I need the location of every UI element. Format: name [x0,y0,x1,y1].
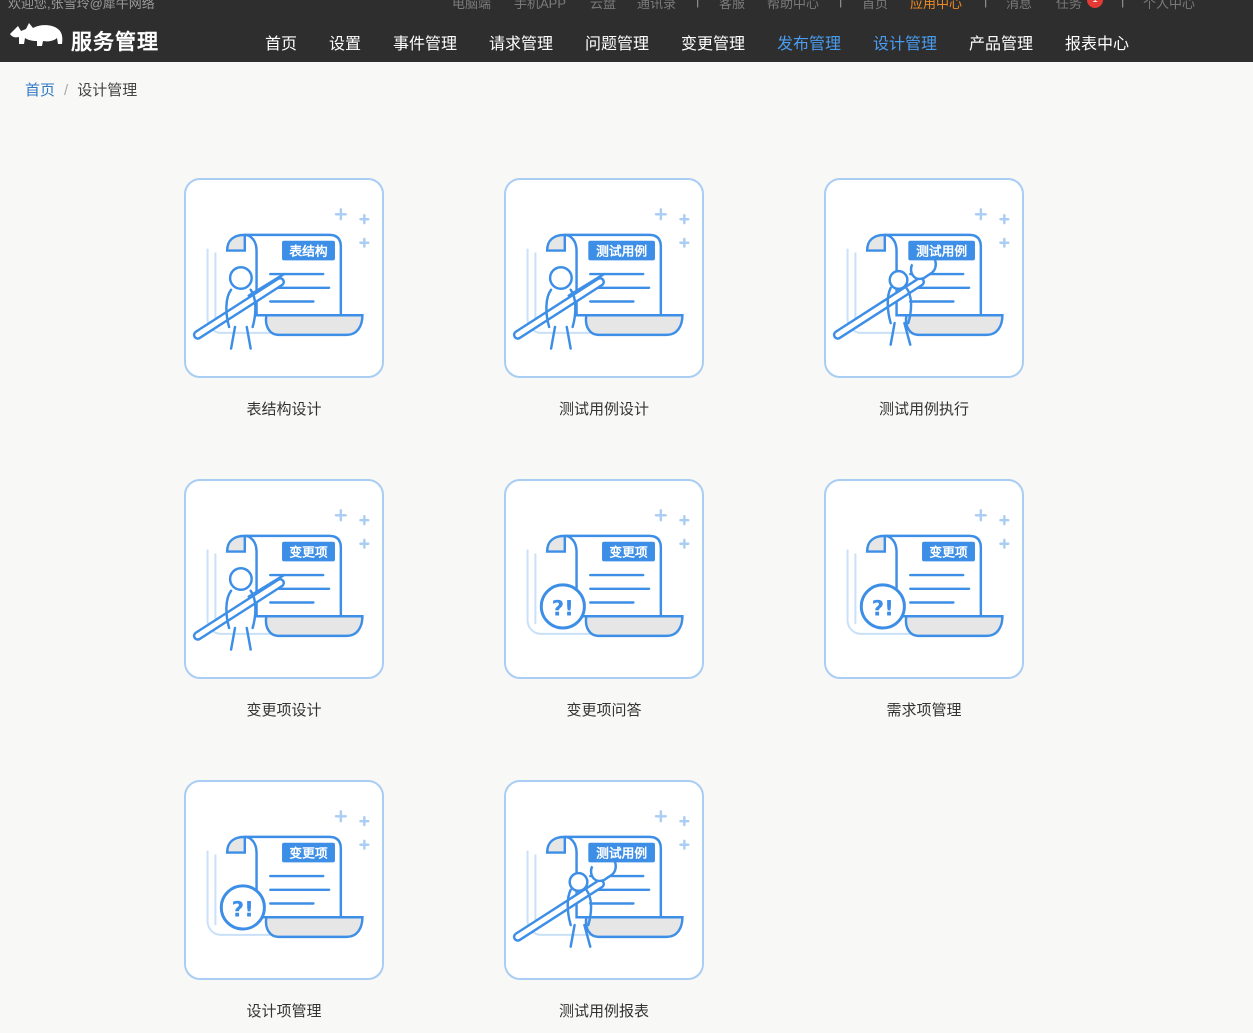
person-wrench-icon: 测试用例 [826,208,1010,376]
nav-settings[interactable]: 设置 [329,36,362,53]
link-personal-center[interactable]: 个人中心 [1143,0,1196,11]
question-badge-icon: 变更项?! [846,509,1010,638]
tile-tag-badge [588,240,655,261]
app-tile[interactable]: 测试用例测试用例执行 [824,178,1024,418]
link-app-center[interactable]: 应用中心 [910,0,963,11]
breadcrumb-separator: / [64,82,69,99]
app-tile[interactable]: 测试用例测试用例设计 [504,178,704,418]
tile-tag: 变更项 [289,544,327,560]
app-tile[interactable]: 变更项?! 需求项管理 [824,479,1024,719]
breadcrumb: 首页 / 设计管理 [25,79,137,100]
person-pencil-icon: 测试用例 [506,208,690,376]
tile-tag: 测试用例 [596,243,647,259]
app-tile-icon[interactable]: 表结构 [184,178,384,378]
person-pencil-icon: 表结构 [186,208,370,376]
tile-tag-badge [602,541,655,562]
app-tile-label[interactable]: 设计项管理 [246,1003,322,1020]
link-mobile-app[interactable]: 手机APP [514,0,567,11]
app-tile-icon[interactable]: 变更项?! [504,479,704,679]
breadcrumb-home[interactable]: 首页 [25,82,56,99]
link-service[interactable]: 客服 [719,0,746,11]
app-tile[interactable]: 变更项变更项设计 [184,479,384,719]
link-tasks[interactable]: 任务 [1056,0,1083,11]
tile-tag: 变更项 [289,845,327,861]
link-messages[interactable]: 消息 [1006,0,1033,11]
question-badge-icon: 变更项?! [526,509,690,638]
app-tile-icon[interactable]: 变更项?! [184,780,384,980]
tile-tag-badge [282,541,335,562]
app-tile[interactable]: 变更项?! 变更项问答 [504,479,704,719]
app-tile-icon[interactable]: 变更项?! [824,479,1024,679]
nav-release-management[interactable]: 发布管理 [777,36,842,53]
welcome-text: 欢迎您,张雪玲@犀牛网络 [8,0,155,11]
link-cloud-drive[interactable]: 云盘 [590,0,617,11]
app-tile-label[interactable]: 测试用例设计 [558,401,649,418]
tile-tag-badge [282,842,335,863]
tile-tag-badge [588,842,655,863]
question-mark-icon: ?! [872,596,894,621]
tile-tag-badge [908,240,975,261]
app-tile-icon[interactable]: 变更项 [184,479,384,679]
question-badge-icon: 变更项?! [206,810,370,939]
person-wrench-icon: 测试用例 [506,810,690,978]
divider: | [839,0,843,8]
link-contacts[interactable]: 通讯录 [637,0,677,11]
nav-incident-management[interactable]: 事件管理 [393,36,458,53]
top-bar: 欢迎您,张雪玲@犀牛网络 电脑端 手机APP 云盘 通讯录 | 客服 帮助中心 … [0,0,1253,11]
link-desktop[interactable]: 电脑端 [452,0,492,11]
link-home[interactable]: 首页 [862,0,889,11]
app-tile-label[interactable]: 变更项问答 [566,702,642,719]
app-tile-label[interactable]: 表结构设计 [246,401,322,418]
app-tile-icon[interactable]: 测试用例 [504,178,704,378]
app-tile-label[interactable]: 测试用例执行 [878,401,969,418]
nav-home[interactable]: 首页 [265,36,298,53]
rhino-icon [10,23,63,46]
tile-tag: 变更项 [929,544,967,560]
link-help[interactable]: 帮助中心 [767,0,820,11]
task-count-badge: 1 [1087,0,1103,8]
nav-product-management[interactable]: 产品管理 [969,36,1034,53]
breadcrumb-current: 设计管理 [77,82,138,99]
tile-tag-badge [282,240,335,261]
app-tile[interactable]: 测试用例测试用例报表 [504,780,704,1020]
person-pencil-icon: 变更项 [186,509,370,677]
nav-design-management[interactable]: 设计管理 [873,36,938,53]
app-tile-label[interactable]: 测试用例报表 [558,1003,649,1020]
tile-tag: 测试用例 [596,845,647,861]
tile-tag: 表结构 [289,243,327,259]
nav-request-management[interactable]: 请求管理 [489,36,554,53]
divider: | [696,0,700,8]
nav-problem-management[interactable]: 问题管理 [585,36,650,53]
app-tile-label[interactable]: 需求项管理 [886,702,962,719]
tile-tag-badge [922,541,975,562]
header: 欢迎您,张雪玲@犀牛网络 电脑端 手机APP 云盘 通讯录 | 客服 帮助中心 … [0,0,1253,62]
app-tile-icon[interactable]: 测试用例 [824,178,1024,378]
app-tile[interactable]: 变更项?! 设计项管理 [184,780,384,1020]
tile-tag: 测试用例 [916,243,967,259]
nav-change-management[interactable]: 变更管理 [681,36,746,53]
question-mark-icon: ?! [232,897,254,922]
divider: | [1121,0,1125,8]
divider: | [984,0,988,8]
tile-tag: 变更项 [609,544,647,560]
app-title: 服务管理 [71,31,159,54]
question-mark-icon: ?! [552,596,574,621]
app-tile-icon[interactable]: 测试用例 [504,780,704,980]
app-tile-label[interactable]: 变更项设计 [246,702,322,719]
nav-report-center[interactable]: 报表中心 [1065,36,1130,53]
app-tile[interactable]: 表结构表结构设计 [184,178,384,418]
